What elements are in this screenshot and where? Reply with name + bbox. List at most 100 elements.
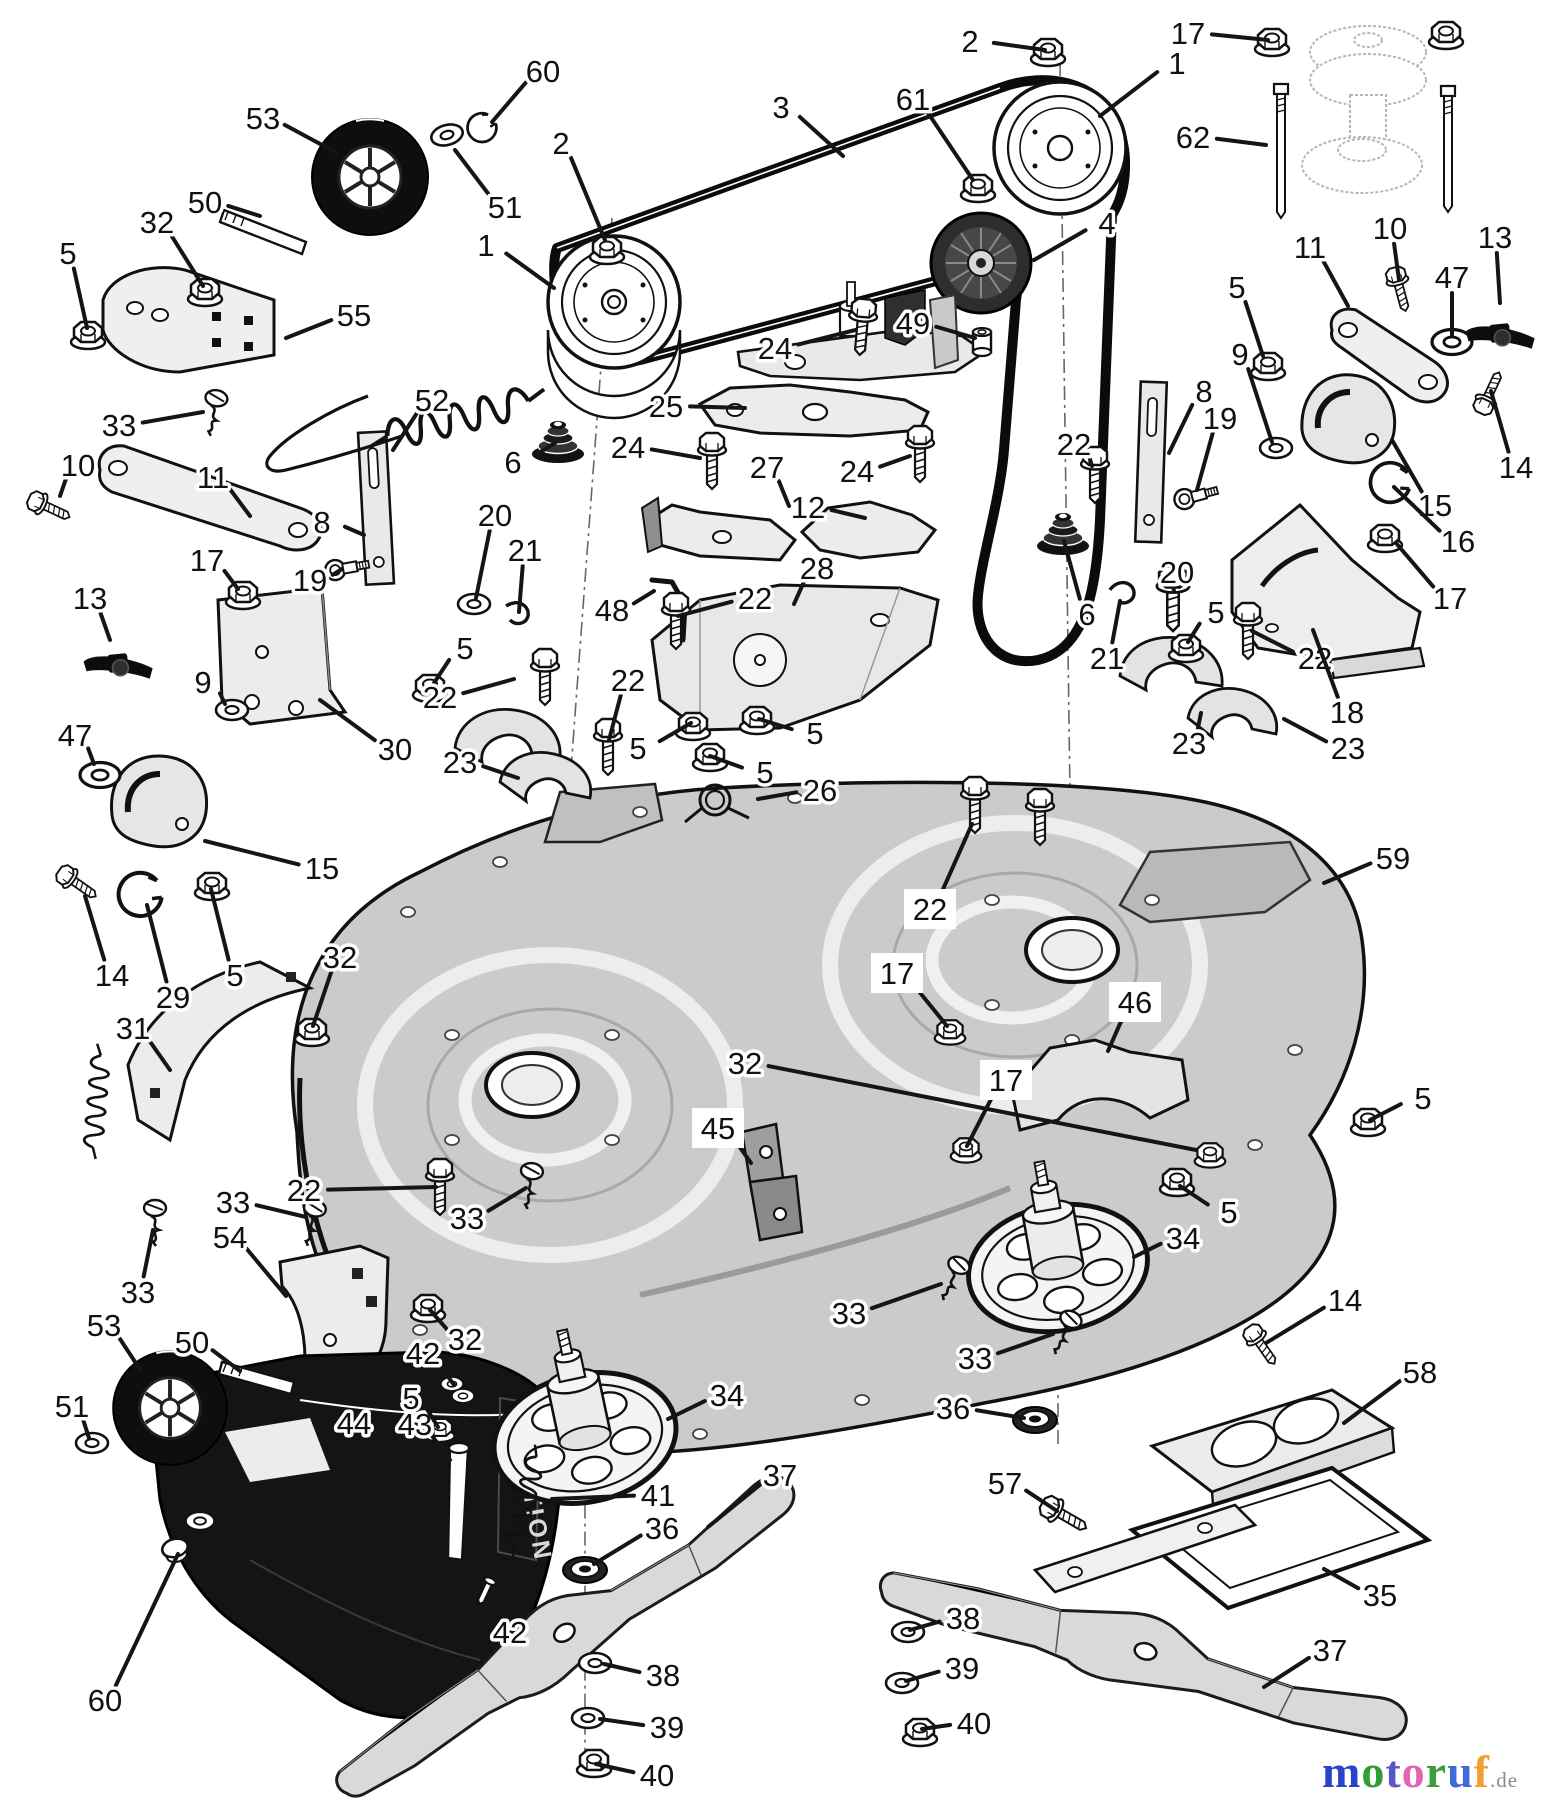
callout-leader <box>756 790 799 801</box>
callout-number: 40 <box>957 1706 991 1741</box>
callout-number: 5 <box>1414 1081 1431 1116</box>
callout-number: 5 <box>402 1381 419 1416</box>
callout-number: 60 <box>88 1683 122 1718</box>
callout-number: 5 <box>756 755 773 790</box>
bracket-18 <box>1230 502 1426 680</box>
hardware-bolt <box>23 487 76 529</box>
callout-leader <box>1243 299 1265 358</box>
callout-leader <box>429 1433 452 1462</box>
watermark-suffix: .de <box>1490 1768 1519 1792</box>
hardware-bolt <box>1238 1319 1285 1372</box>
callout-number: 24 <box>758 331 792 366</box>
callout-leader <box>649 447 702 460</box>
callout-number: 5 <box>59 236 76 271</box>
callout-number: 27 <box>750 450 784 485</box>
callout-leader <box>965 1091 996 1148</box>
arm-right <box>1329 307 1449 404</box>
callout-leader <box>1209 32 1270 42</box>
callout-number: 29 <box>156 980 190 1015</box>
watermark-letter: u <box>1447 1746 1474 1797</box>
callout-leader <box>607 693 623 742</box>
callout-number: 11 <box>197 460 229 495</box>
callout-leader <box>904 1669 941 1683</box>
hardware-washer <box>78 760 122 790</box>
callout-leader <box>1320 258 1350 308</box>
callout-leader <box>908 1619 942 1632</box>
callout-number: 32 <box>448 1322 482 1357</box>
hardware-hook <box>1107 577 1139 609</box>
hardware-nut <box>1249 351 1287 382</box>
callout-leader <box>284 318 334 340</box>
callout-number: 2 <box>961 24 978 59</box>
callout-number: 17 <box>1171 16 1205 51</box>
callout-leader <box>676 599 734 618</box>
callout-leader <box>1390 438 1424 494</box>
callout-number: 22 <box>1298 641 1332 676</box>
hardware-bolt <box>904 424 936 484</box>
callout-number: 33 <box>958 1341 992 1376</box>
callout-leader <box>432 657 452 685</box>
watermark-letter: o <box>1361 1746 1386 1797</box>
hardware-grommet <box>531 420 585 464</box>
callout-leader <box>1098 70 1160 118</box>
callout-number: 42 <box>493 1615 527 1650</box>
callout-leader <box>244 1246 288 1298</box>
callout-leader <box>504 251 556 290</box>
callout-number: 48 <box>595 593 629 628</box>
frame-35 <box>1032 1465 1433 1611</box>
callout-number: 5 <box>1228 270 1245 305</box>
hardware-washer <box>184 1510 216 1532</box>
callout-number: 10 <box>1373 211 1407 246</box>
callout-number: 3 <box>772 90 789 125</box>
callout-leader <box>938 822 974 897</box>
hardware-nut <box>1253 27 1291 58</box>
callout-number: 17 <box>880 956 914 991</box>
callout-leader <box>934 324 977 340</box>
callout-leader <box>453 148 492 197</box>
callout-leader <box>461 677 516 696</box>
callout-number: 33 <box>450 1201 484 1236</box>
pulley-left <box>546 234 682 420</box>
hardware-washer <box>427 119 467 151</box>
callout-leader <box>792 579 807 606</box>
gauge-wheel-top <box>310 117 430 237</box>
callout-number: 9 <box>194 665 211 700</box>
callout-leader <box>631 589 656 606</box>
hardware-nut <box>1427 20 1465 51</box>
callout-leader <box>796 328 857 347</box>
callout-leader <box>517 563 525 614</box>
hardware-nut <box>186 277 224 308</box>
callout-leader <box>437 1362 456 1387</box>
callout-number: 53 <box>246 101 280 136</box>
callout-leader <box>657 721 693 744</box>
callout-number: 16 <box>1441 524 1475 559</box>
hardware-nut <box>933 1019 967 1046</box>
callout-number: 49 <box>896 306 930 341</box>
callout-leader <box>708 754 744 770</box>
callout-leader <box>203 839 301 867</box>
callout-leader <box>797 114 845 158</box>
callout-leader <box>1110 599 1122 645</box>
callout-leader <box>227 486 252 518</box>
callout-number: 8 <box>1195 374 1212 409</box>
cam-plate-right <box>1300 373 1397 465</box>
hardware-nut <box>949 1137 983 1164</box>
callout-leader <box>474 528 492 600</box>
callout-leader <box>776 478 791 508</box>
callout-number: 28 <box>800 551 834 586</box>
callout-leader <box>829 508 867 520</box>
callout-number: 51 <box>488 190 522 225</box>
wheel-axle-top <box>218 208 308 256</box>
flat-bar-right <box>1133 380 1169 544</box>
callout-number: 5 <box>1220 1195 1237 1230</box>
callout-leader <box>869 1282 943 1311</box>
callout-leader <box>532 441 557 458</box>
callout-number: 10 <box>61 448 95 483</box>
hardware-bolt <box>1035 1490 1094 1541</box>
callout-leader <box>1250 629 1295 654</box>
hardware-nut <box>224 580 262 611</box>
callout-leader <box>1062 539 1082 601</box>
long-bolt <box>1272 82 1457 220</box>
callout-number: 42 <box>406 1336 440 1371</box>
callout-number: 22 <box>611 663 645 698</box>
